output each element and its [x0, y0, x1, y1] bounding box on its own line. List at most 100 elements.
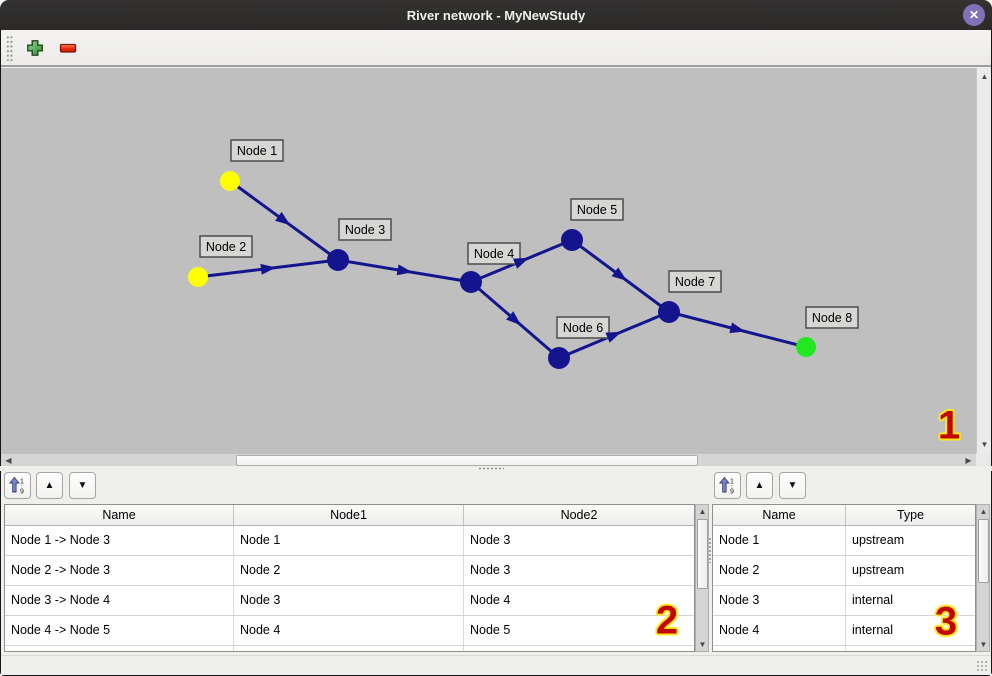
nodes-move-down-button[interactable]: ▼	[779, 472, 806, 499]
scroll-right-icon[interactable]: ▶	[965, 456, 972, 465]
node-label-box[interactable]	[338, 218, 392, 241]
node-circle[interactable]	[561, 229, 583, 251]
nodes-table-scrollbar[interactable]: ▲ ▼	[976, 504, 990, 652]
titlebar[interactable]: River network - MyNewStudy ✕	[0, 0, 992, 30]
nodes-scrollbar-thumb[interactable]	[977, 519, 989, 583]
scroll-down-icon[interactable]: ▼	[698, 640, 707, 649]
canvas-horizontal-scrollbar[interactable]: ◀ ▶	[1, 453, 976, 466]
node-label-box[interactable]	[668, 270, 722, 293]
edge-arrow-icon	[396, 264, 413, 276]
column-header[interactable]: Type	[896, 508, 925, 522]
edge-arrow-icon	[506, 311, 522, 326]
table-cell: Node 2	[234, 556, 464, 585]
node-label-box[interactable]	[467, 242, 521, 265]
table-cell: internal	[852, 623, 893, 637]
column-header[interactable]: Name	[713, 505, 846, 525]
empty-row	[713, 646, 975, 651]
node-label-box[interactable]	[556, 316, 610, 339]
node-label: Node 2	[206, 240, 246, 254]
node-label: Node 6	[563, 321, 603, 335]
table-cell	[5, 646, 234, 651]
scroll-up-icon[interactable]: ▲	[979, 507, 988, 516]
column-header[interactable]: Name	[5, 505, 234, 525]
table-cell: internal	[852, 593, 893, 607]
edge-arrow-icon	[605, 331, 622, 343]
nodes-table-header: Name Type	[713, 505, 975, 526]
table-cell: Node 1	[234, 526, 464, 555]
window-title: River network - MyNewStudy	[406, 7, 586, 23]
node-label: Node 3	[345, 223, 385, 237]
nodes-move-up-button[interactable]: ▲	[746, 472, 773, 499]
links-sort-button[interactable]: 1 9	[4, 472, 31, 499]
column-header[interactable]: Node2	[560, 508, 598, 522]
scrollbar-corner	[976, 453, 991, 466]
links-scrollbar-thumb[interactable]	[696, 519, 708, 589]
sort-ascending-icon: 1 9	[8, 476, 27, 496]
node-label-box[interactable]	[230, 139, 284, 162]
node-circle[interactable]	[658, 301, 680, 323]
node-circle[interactable]	[548, 347, 570, 369]
links-move-up-button[interactable]: ▲	[36, 472, 63, 499]
node-circle[interactable]	[796, 337, 816, 357]
nodes-sort-button[interactable]: 1 9	[714, 472, 741, 499]
links-move-down-button[interactable]: ▼	[69, 472, 96, 499]
scroll-left-icon[interactable]: ◀	[5, 456, 12, 465]
close-button[interactable]: ✕	[963, 4, 985, 26]
table-cell	[846, 646, 975, 651]
table-cell	[234, 646, 464, 651]
scroll-up-icon[interactable]: ▲	[698, 507, 707, 516]
node-circle[interactable]	[460, 271, 482, 293]
node-circle[interactable]	[188, 267, 208, 287]
plus-icon	[26, 39, 44, 60]
canvas-vertical-scrollbar[interactable]: ▲ ▼	[976, 68, 991, 453]
minus-icon	[59, 43, 77, 60]
node-label-box[interactable]	[199, 235, 253, 258]
add-button[interactable]	[24, 37, 46, 59]
links-table-scrollbar[interactable]: ▲ ▼	[695, 504, 709, 652]
main-toolbar	[1, 30, 991, 67]
splitter-handle-icon	[478, 467, 504, 470]
horizontal-scrollbar-thumb[interactable]	[236, 455, 698, 466]
horizontal-splitter[interactable]	[0, 466, 992, 471]
vertical-splitter[interactable]	[708, 471, 712, 655]
splitter-handle-icon	[708, 537, 712, 563]
remove-button[interactable]	[57, 37, 79, 59]
column-header[interactable]: Node1	[234, 505, 464, 525]
edge-arrow-icon	[729, 322, 746, 334]
svg-text:1: 1	[730, 479, 734, 486]
empty-row	[5, 646, 694, 651]
node-label: Node 1	[237, 144, 277, 158]
node-circle[interactable]	[220, 171, 240, 191]
table-cell: Node 3	[234, 586, 464, 615]
table-cell: Node 4	[713, 616, 846, 645]
node-label-box[interactable]	[570, 198, 624, 221]
table-cell	[713, 646, 846, 651]
status-bar	[1, 655, 991, 675]
table-cell: Node 1 -> Node 3	[5, 526, 234, 555]
table-cell: Node 4	[234, 616, 464, 645]
scroll-down-icon[interactable]: ▼	[980, 440, 989, 449]
table-row[interactable]: Node 4 internal	[713, 616, 975, 646]
edge-arrow-icon	[275, 211, 291, 226]
toolbar-drag-handle[interactable]	[6, 34, 13, 61]
resize-grip-icon[interactable]	[976, 660, 988, 672]
svg-text:9: 9	[20, 489, 24, 496]
node-label: Node 5	[577, 203, 617, 217]
table-cell: Node 3 -> Node 4	[5, 586, 234, 615]
scroll-up-icon[interactable]: ▲	[980, 72, 989, 81]
node-label-box[interactable]	[805, 306, 859, 329]
node-circle[interactable]	[327, 249, 349, 271]
scroll-down-icon[interactable]: ▼	[979, 640, 988, 649]
table-cell: Node 3	[470, 533, 511, 547]
